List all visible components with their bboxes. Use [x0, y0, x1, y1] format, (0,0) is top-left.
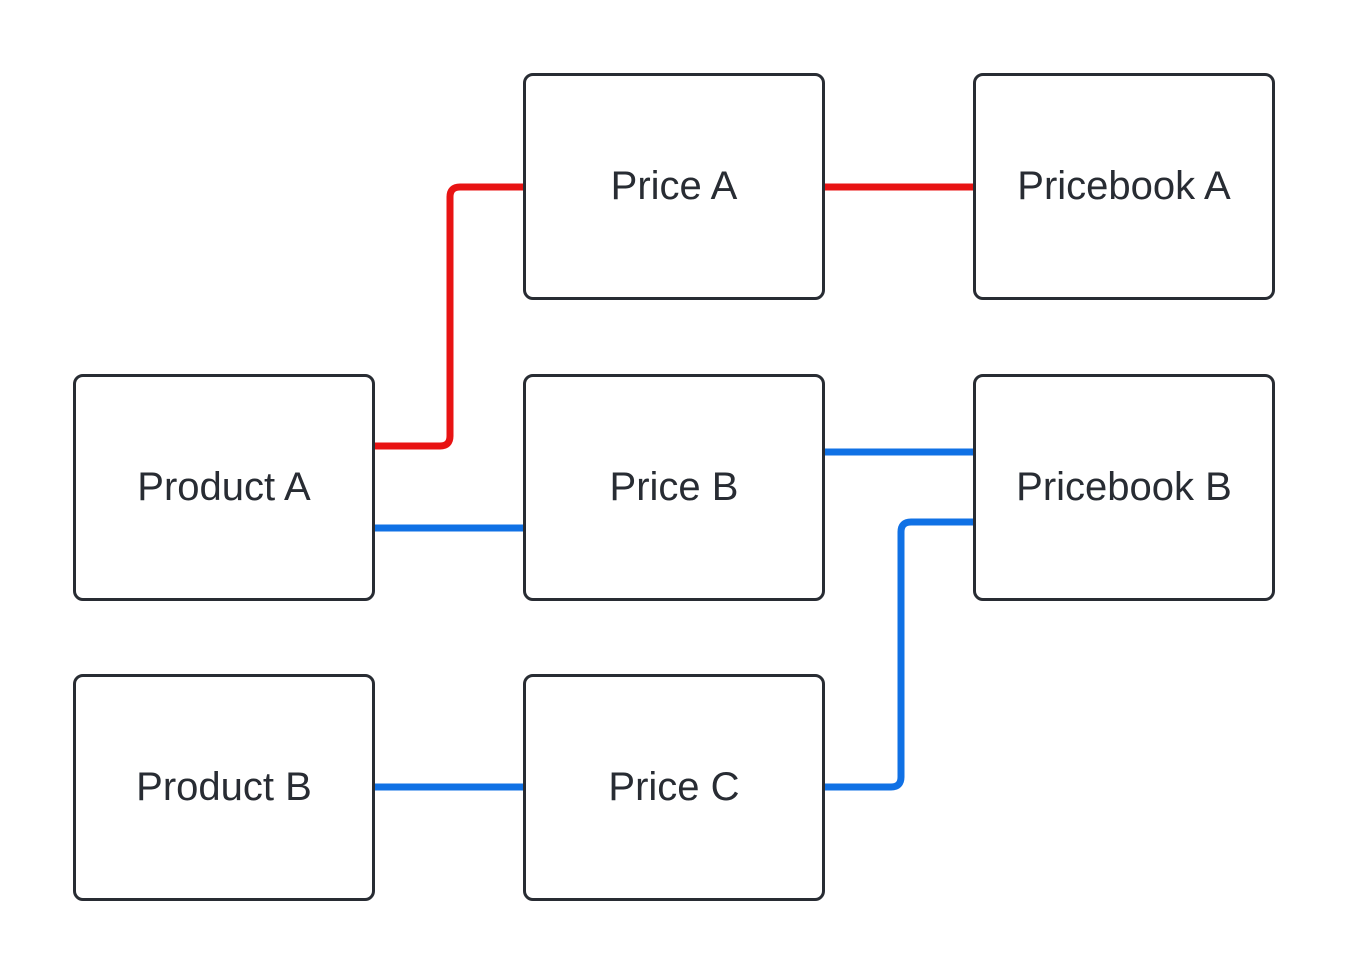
node-label: Product B — [136, 765, 312, 809]
node-price-a[interactable]: Price A — [523, 73, 825, 300]
edge-price-c-pricebook-b — [825, 518, 973, 791]
node-label: Price A — [610, 164, 738, 208]
node-price-c[interactable]: Price C — [523, 674, 825, 901]
node-label: Price C — [608, 765, 740, 809]
node-label: Product A — [137, 465, 311, 509]
node-product-b[interactable]: Product B — [73, 674, 375, 901]
node-pricebook-b[interactable]: Pricebook B — [973, 374, 1275, 601]
node-product-a[interactable]: Product A — [73, 374, 375, 601]
edge-product-a-price-a — [375, 183, 523, 450]
node-label: Price B — [609, 465, 739, 509]
node-label: Pricebook A — [1017, 164, 1231, 208]
node-label: Pricebook B — [1016, 465, 1232, 509]
node-pricebook-a[interactable]: Pricebook A — [973, 73, 1275, 300]
node-price-b[interactable]: Price B — [523, 374, 825, 601]
